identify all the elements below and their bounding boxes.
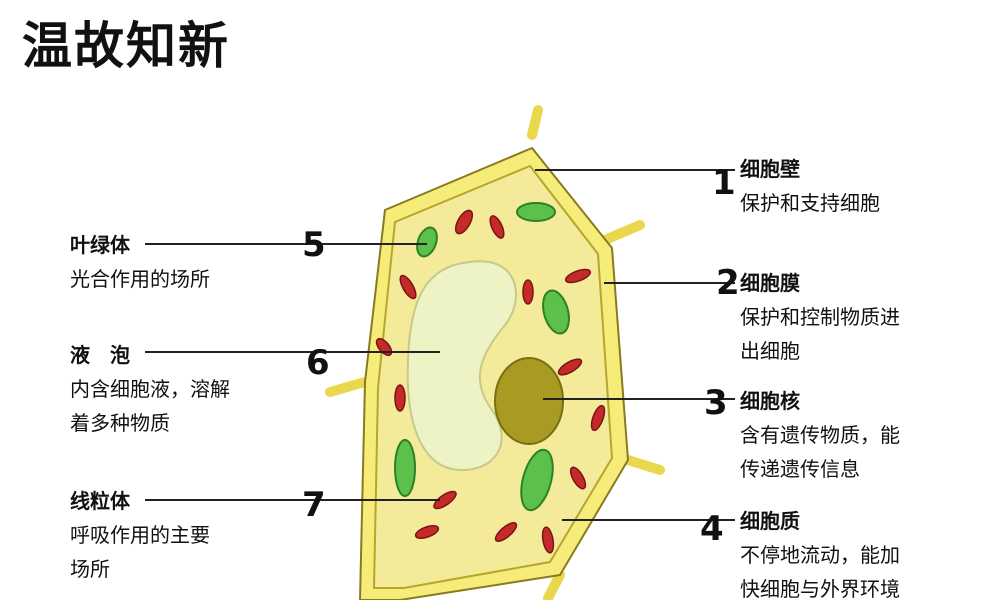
neighbor-wall-right-bottom [623,455,665,475]
neighbor-wall-bottom [543,570,565,600]
label-number-2: 2 [716,263,740,303]
neighbor-wall-left [325,377,370,397]
label-number-3: 3 [704,383,728,423]
vacuole [406,260,517,472]
label-desc: 内含细胞液，溶解 [70,377,230,401]
cytoplasm [373,165,613,589]
label-desc: 场所 [70,557,110,581]
mitochondrion [557,358,583,376]
mitochondrion [522,279,534,305]
mitochondrion [494,522,518,542]
label-desc: 着多种物质 [70,411,170,435]
label-nucleus: 细胞核 含有遗传物质，能 传递遗传信息 [740,384,900,486]
chloroplasts [394,202,570,512]
chloroplast [542,289,570,335]
mitochondria-group [375,209,606,554]
mitochondrion [569,466,587,490]
chloroplast [416,226,438,258]
mitochondrion [394,384,406,412]
label-number-5: 5 [302,225,326,265]
label-cell-wall: 细胞壁 保护和支持细胞 [740,152,880,220]
label-name: 叶绿体 [70,233,130,257]
mitochondrion [399,274,417,300]
label-name: 细胞壁 [740,157,800,181]
mitochondrion [454,209,474,235]
mitochondrion [564,268,592,284]
label-desc: 保护和控制物质进 [740,305,900,329]
label-desc: 出细胞 [740,339,800,363]
chloroplast [520,448,554,512]
mitochondrion [433,490,457,510]
chloroplast [516,202,556,222]
label-number-1: 1 [712,163,736,203]
label-cytoplasm: 细胞质 不停地流动，能加 快细胞与外界环境 [740,504,900,606]
label-desc: 含有遗传物质，能 [740,423,900,447]
neighbor-wall-top [527,105,543,140]
label-cell-membrane: 细胞膜 保护和控制物质进 出细胞 [740,266,900,368]
chloroplast [394,439,416,497]
label-desc: 快细胞与外界环境 [740,577,900,601]
label-number-4: 4 [700,509,724,549]
nucleus [494,357,564,445]
label-number-7: 7 [302,485,326,525]
mitochondrion [541,526,555,554]
label-chloroplast: 叶绿体 光合作用的场所 [70,228,210,296]
label-number-6: 6 [306,343,330,383]
label-desc: 呼吸作用的主要 [70,523,210,547]
label-name: 线粒体 [70,489,130,513]
page-title: 温故知新 [22,17,230,75]
mitochondrion [414,525,440,539]
label-name: 细胞膜 [740,271,800,295]
mitochondrion [489,215,505,239]
mitochondrion [590,404,606,432]
label-desc: 传递遗传信息 [740,457,860,481]
label-name: 液 泡 [70,343,130,367]
label-name: 细胞核 [740,389,800,413]
label-name: 细胞质 [740,509,800,533]
label-mitochondria: 线粒体 呼吸作用的主要 场所 [70,484,210,586]
label-desc: 光合作用的场所 [70,267,210,291]
neighbor-wall-right-top [600,220,645,245]
label-desc: 保护和支持细胞 [740,191,880,215]
label-desc: 不停地流动，能加 [740,543,900,567]
label-vacuole: 液 泡 内含细胞液，溶解 着多种物质 [70,338,230,440]
